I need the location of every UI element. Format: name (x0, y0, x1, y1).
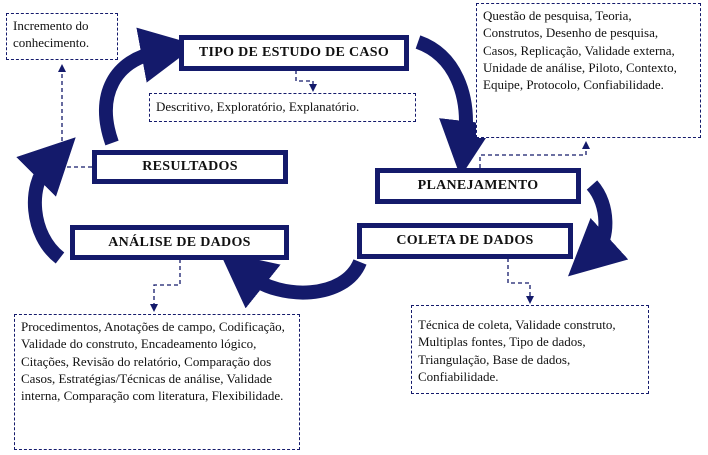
note-tipo: Descritivo, Exploratório, Explanatório. (149, 93, 416, 122)
link-tipo-descritivo (295, 70, 317, 92)
arrow-tipo-to-planejamento (415, 35, 495, 177)
stage-resultados: RESULTADOS (92, 150, 288, 184)
arrow-coleta-to-analise (219, 251, 367, 309)
stage-tipo-de-estudo: TIPO DE ESTUDO DE CASO (179, 35, 409, 71)
link-coleta-notes (507, 258, 534, 304)
note-planejamento: Questão de pesquisa, Teoria, Construtos,… (476, 3, 701, 138)
arrow-resultados-to-tipo (98, 27, 197, 146)
note-coleta: Técnica de coleta, Validade construto, M… (411, 305, 649, 394)
note-incremento: Incremento do conhecimento. (6, 13, 118, 60)
link-analise-notes (150, 259, 181, 312)
stage-planejamento: PLANEJAMENTO (375, 168, 581, 204)
link-planejamento-questao (479, 141, 590, 168)
stage-analise-de-dados: ANÁLISE DE DADOS (70, 225, 289, 260)
arrow-analise-to-resultados (16, 137, 76, 264)
link-resultados-incremento (58, 64, 92, 168)
note-analise: Procedimentos, Anotações de campo, Codif… (14, 314, 300, 450)
stage-coleta-de-dados: COLETA DE DADOS (357, 223, 573, 259)
arrow-planejamento-to-coleta (568, 180, 629, 277)
